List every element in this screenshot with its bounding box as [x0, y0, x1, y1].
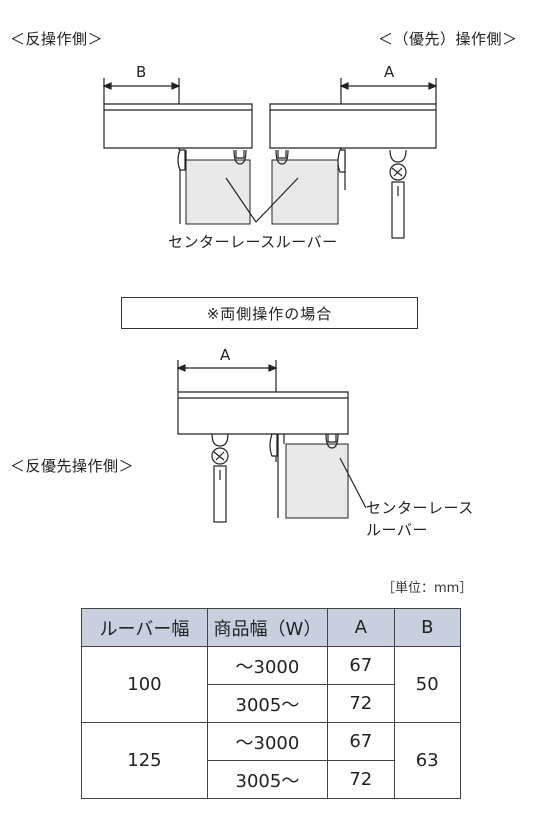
center-louver-label-top: センターレースルーバー	[168, 233, 338, 251]
non-priority-side-label: ＜反優先操作側＞	[10, 457, 135, 475]
product-width-cell: 3005～	[206, 684, 329, 723]
a-value-cell: 72	[327, 684, 395, 723]
dim-label-b: B	[136, 63, 147, 81]
both-sides-note: ※両側操作の場合	[121, 297, 418, 329]
top-rail-diagram	[102, 78, 438, 239]
dim-label-a-middle: A	[220, 346, 231, 364]
b-value-cell: 50	[393, 646, 461, 723]
right-side-label: ＜（優先）操作側＞	[378, 30, 518, 48]
table-row: 125 ～3000 67 63	[81, 722, 461, 799]
product-width-cell: 3005～	[206, 760, 329, 799]
left-side-label: ＜反操作側＞	[10, 30, 104, 48]
b-value-cell: 63	[393, 722, 461, 799]
table-header-row: ルーバー幅 商品幅（W） A B	[81, 608, 461, 647]
louver-width-cell: 125	[81, 722, 208, 799]
a-value-cell: 72	[327, 760, 395, 799]
header-product-width: 商品幅（W）	[206, 608, 329, 647]
unit-label: ［単位：mm］	[382, 581, 473, 596]
a-value-cell: 67	[327, 722, 395, 761]
a-value-cell: 67	[327, 646, 395, 685]
table-row: 3005～ 72	[82, 760, 461, 799]
spec-table: ルーバー幅 商品幅（W） A B 100 ～3000 67 50 3005～ 7…	[81, 608, 461, 799]
louver-width-cell: 100	[81, 646, 208, 723]
table-row: 100 ～3000 67 50	[81, 646, 461, 723]
middle-rail-diagram	[176, 360, 367, 523]
center-louver-label-line1: センターレース	[366, 499, 474, 517]
dim-label-a-top: A	[384, 63, 395, 81]
center-louver-label-line2: ルーバー	[366, 521, 428, 539]
header-b: B	[393, 608, 461, 647]
table-row: 3005～ 72	[82, 684, 461, 723]
header-louver-width: ルーバー幅	[81, 608, 208, 647]
product-width-cell: ～3000	[206, 722, 329, 761]
product-width-cell: ～3000	[206, 646, 329, 685]
header-a: A	[327, 608, 395, 647]
